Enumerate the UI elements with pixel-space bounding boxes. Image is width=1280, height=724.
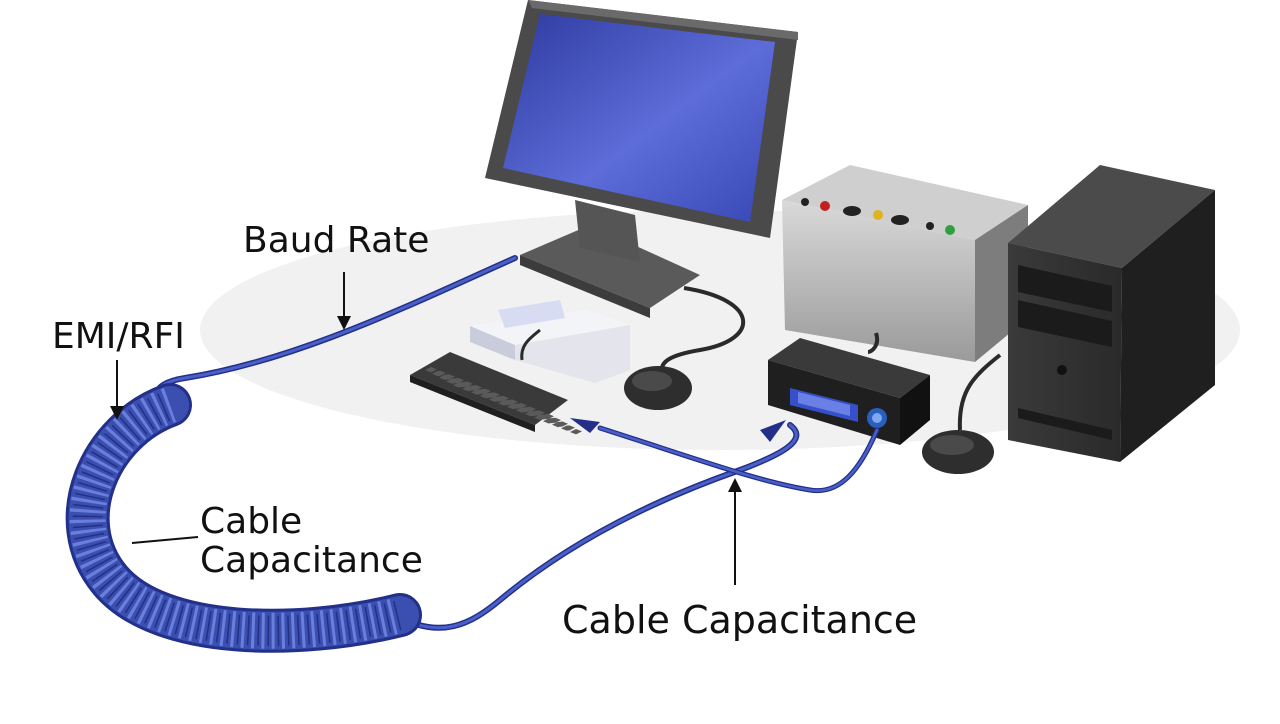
baud-rate-label: Baud Rate <box>243 220 430 261</box>
keyboard-key <box>507 403 519 410</box>
keyboard-key <box>489 396 501 402</box>
keyboard-key <box>498 400 510 406</box>
cable-capacitance-arrow-icon <box>728 478 742 492</box>
keyboard-key <box>432 370 444 377</box>
red-button-icon <box>820 201 830 211</box>
cable-arrow-left-icon <box>570 418 600 433</box>
keyboard-key <box>439 374 451 380</box>
mouse-icon <box>624 366 692 410</box>
monitor-cable <box>659 286 745 373</box>
tower-mouse-cable <box>957 353 1002 431</box>
cable-capacitance-coil-line2: Capacitance <box>200 539 423 581</box>
computer-tower-icon <box>1008 165 1215 462</box>
keyboard-key <box>471 389 483 395</box>
keyboard-key <box>525 411 537 417</box>
keyboard-key <box>425 367 437 373</box>
cable-arrow-right-icon <box>760 420 786 442</box>
cable-capacitance-coil-label: Cable Capacitance <box>200 501 423 581</box>
annotation-pointers <box>110 272 742 585</box>
keyboard-key <box>446 378 458 384</box>
keyboard-icon <box>410 352 582 435</box>
control-box-icon <box>782 165 1028 362</box>
keyboard-cable <box>520 328 541 361</box>
adapter-cable <box>867 332 879 354</box>
keyboard-key <box>534 414 546 420</box>
monitor-icon <box>485 0 798 318</box>
mouse-icon-2 <box>922 430 994 474</box>
green-button-icon <box>945 225 955 235</box>
keyboard-key <box>552 421 564 428</box>
keyboard-key <box>516 407 528 413</box>
keyboard-key <box>543 418 555 424</box>
monitor-screen <box>503 14 775 222</box>
paper-icon <box>470 300 630 383</box>
keyboard-key <box>480 393 492 399</box>
emi-rfi-label: EMI/RFI <box>52 316 185 357</box>
cable-capacitance-coil-line1: Cable <box>200 501 303 542</box>
keyboard-key <box>561 425 573 431</box>
coiled-cable-icon <box>65 383 422 653</box>
keyboard-key <box>570 429 582 435</box>
keyboard-key <box>453 382 465 388</box>
baud-rate-arrow-icon <box>337 316 351 330</box>
yellow-button-icon <box>873 210 883 220</box>
cable-capacitance-label: Cable Capacitance <box>562 598 918 642</box>
keyboard-key <box>462 385 474 392</box>
serial-adapter-icon <box>768 338 930 445</box>
emi-rfi-arrow-icon <box>110 406 124 420</box>
cable-capacitance-coil-pointer <box>131 536 199 544</box>
